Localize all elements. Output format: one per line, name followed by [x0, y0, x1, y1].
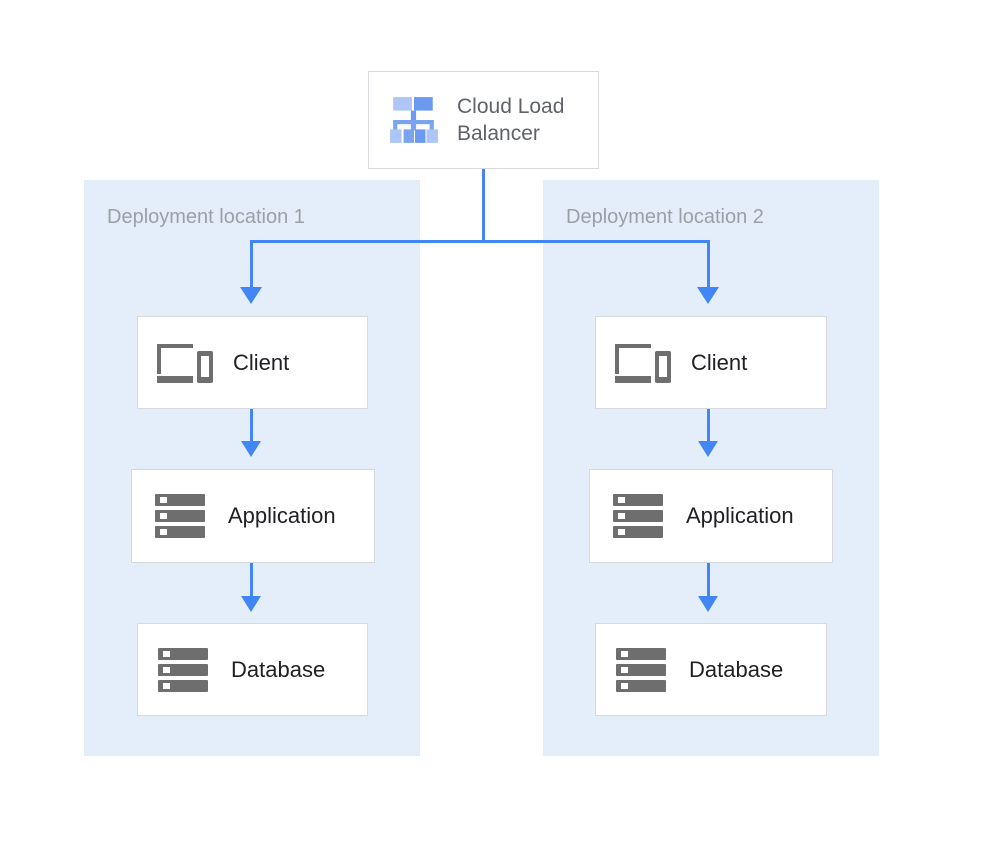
connector-application-2-to-database-2 [707, 563, 710, 599]
connector-loadbalancer-to-client-2 [707, 240, 710, 290]
server-icon [157, 644, 209, 696]
node-application-2[interactable]: Application [589, 469, 833, 563]
node-application-1-label: Application [228, 503, 336, 528]
node-client-1[interactable]: Client [137, 316, 368, 409]
node-database-2[interactable]: Database [595, 623, 827, 716]
arrowhead-loadbalancer-to-client-2 [697, 287, 719, 304]
arrowhead-client-1-to-application-1 [241, 441, 261, 457]
node-database-1[interactable]: Database [137, 623, 368, 716]
node-database-1-label: Database [231, 656, 326, 682]
node-application-1[interactable]: Application [131, 469, 375, 563]
server-icon [154, 490, 206, 542]
connector-loadbalancer-stem [482, 169, 485, 242]
devices-icon [155, 340, 213, 386]
node-client-1-label: Client [233, 349, 290, 375]
node-client-2[interactable]: Client [595, 316, 827, 409]
connector-loadbalancer-to-client-1 [250, 240, 253, 290]
node-cloud-load-balancer-label: Cloud Load Balancer [457, 95, 565, 145]
arrowhead-loadbalancer-to-client-1 [240, 287, 262, 304]
arrowhead-application-2-to-database-2 [698, 596, 718, 612]
server-icon [612, 490, 664, 542]
server-icon [615, 644, 667, 696]
deployment-zone-2-label: Deployment location 2 [566, 206, 764, 228]
hierarchy-icon [387, 93, 441, 147]
connector-split-left [250, 240, 485, 243]
connector-application-1-to-database-1 [250, 563, 253, 599]
node-cloud-load-balancer[interactable]: Cloud Load Balancer [368, 71, 599, 169]
connector-client-2-to-application-2 [707, 409, 710, 444]
node-client-2-label: Client [691, 349, 748, 375]
arrowhead-application-1-to-database-1 [241, 596, 261, 612]
node-application-2-label: Application [686, 503, 794, 528]
node-database-2-label: Database [689, 656, 784, 682]
arrowhead-client-2-to-application-2 [698, 441, 718, 457]
connector-client-1-to-application-1 [250, 409, 253, 444]
devices-icon [613, 340, 671, 386]
deployment-zone-1-label: Deployment location 1 [107, 206, 305, 228]
connector-split-right [482, 240, 710, 243]
